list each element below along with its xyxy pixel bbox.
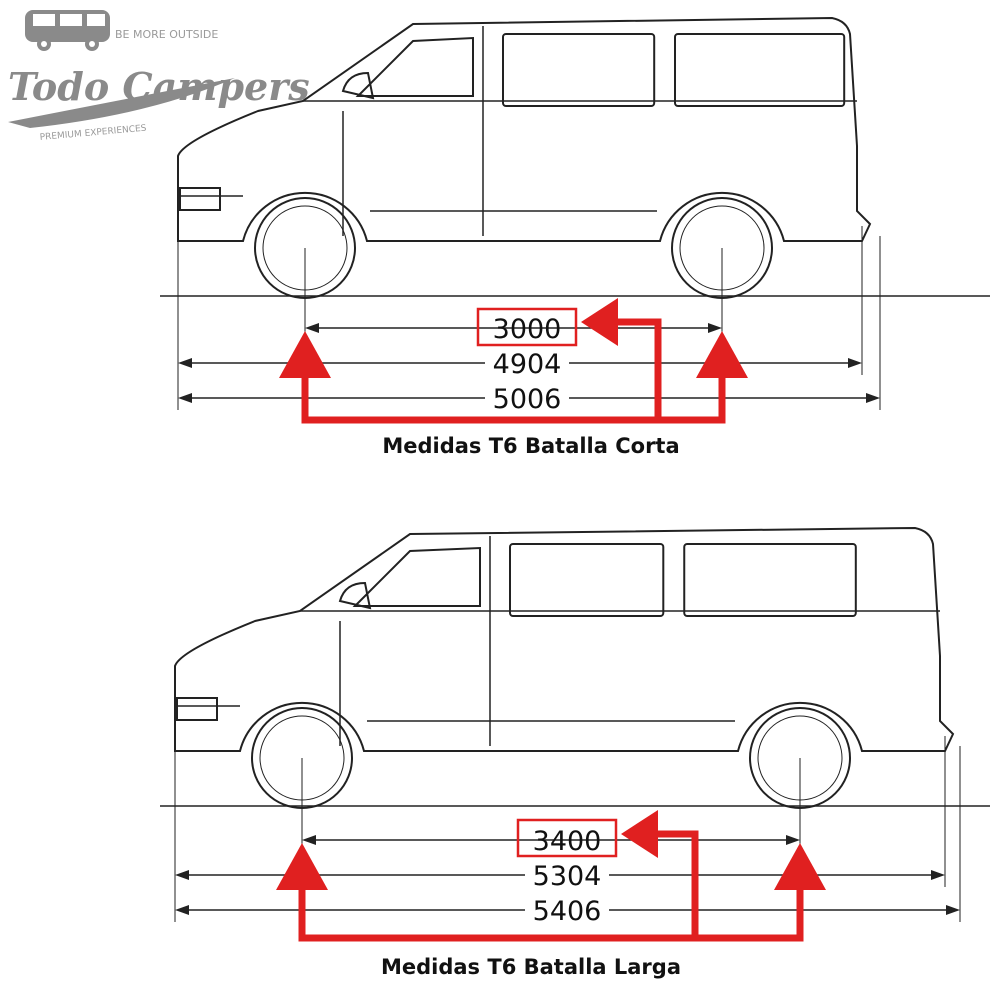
wheelbase-highlight-box <box>516 818 618 858</box>
red-up-arrow <box>276 843 328 890</box>
dimension-value-wheelbase: 3000 <box>493 314 562 345</box>
red-connector-line <box>298 830 804 942</box>
red-connector-line <box>301 318 726 424</box>
red-left-arrow <box>581 298 618 346</box>
dimension-label-bg <box>525 896 609 924</box>
van-body-lines <box>178 26 857 236</box>
van-outline <box>177 16 872 299</box>
front-window <box>355 36 474 97</box>
van-outline <box>174 526 955 809</box>
van-body <box>174 526 955 752</box>
side-window <box>509 543 665 617</box>
wheelbase-highlight-box <box>476 307 578 347</box>
van-body-lines <box>175 536 940 746</box>
side-window <box>502 33 656 107</box>
dimension-value-length: 4904 <box>493 349 562 380</box>
dimension-value-length: 5304 <box>533 861 602 892</box>
dimension-value-wheelbase: 3400 <box>533 826 602 857</box>
van-body <box>177 16 872 242</box>
dimension-label-bg <box>485 349 569 377</box>
caption-long-wheelbase: Medidas T6 Batalla Larga <box>380 955 681 979</box>
dimension-value-length_with_hitch: 5406 <box>533 896 602 927</box>
grille <box>176 697 218 721</box>
van-logo-icon <box>25 10 110 51</box>
logo-tagline-top: BE MORE OUTSIDE <box>115 28 218 41</box>
todo-campers-logo: BE MORE OUTSIDE Todo Campers PREMIUM EXP… <box>8 10 310 143</box>
red-left-arrow <box>621 810 658 858</box>
logo-tagline-bottom: PREMIUM EXPERIENCES <box>39 124 147 143</box>
dimension-label-bg <box>485 384 569 412</box>
diagram-short-wheelbase: 3000 4904 5006 <box>160 16 990 424</box>
side-window <box>674 33 846 107</box>
red-up-arrow <box>774 843 826 890</box>
grille <box>179 187 221 211</box>
mirror <box>341 71 375 100</box>
dimension-label-bg <box>525 861 609 889</box>
red-up-arrow <box>696 331 748 378</box>
front-window <box>352 546 481 607</box>
dimension-value-length_with_hitch: 5006 <box>493 384 562 415</box>
caption-short-wheelbase: Medidas T6 Batalla Corta <box>382 434 680 458</box>
diagram-long-wheelbase: 3400 5304 5406 <box>160 526 990 942</box>
side-window <box>683 543 857 617</box>
mirror <box>338 581 372 610</box>
red-up-arrow <box>279 331 331 378</box>
